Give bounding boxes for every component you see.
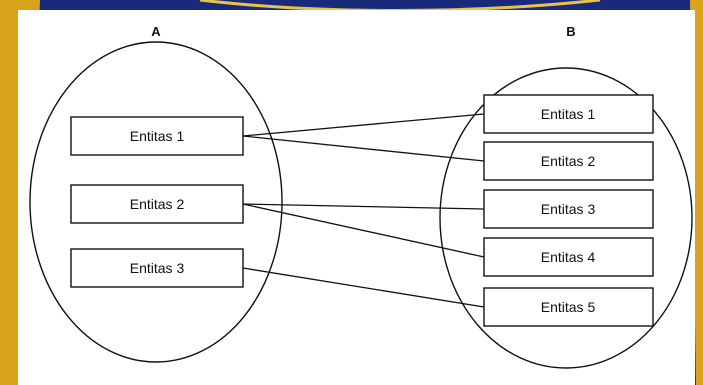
set-a-entity-box [70,116,244,156]
set-b-entity: Entitas 1 [483,94,654,134]
set-a-entity-box [70,184,244,224]
set-a-entity-label: Entitas 2 [130,196,185,212]
relationship-line [242,113,485,137]
set-b-label: B [566,24,575,39]
relationship-line [242,267,485,308]
relationship-line [242,135,485,162]
set-b-entity: Entitas 3 [483,189,654,229]
set-b-entity-label: Entitas 2 [541,153,596,169]
set-b-entity: Entitas 2 [483,141,654,181]
relationship-line [242,203,485,210]
set-b-entity-box [483,237,654,277]
set-b-entity-label: Entitas 1 [541,106,596,122]
set-b-entity-box [483,287,654,327]
set-b-entity-label: Entitas 4 [541,249,596,265]
set-b-ellipse [439,67,693,369]
set-b-entity-box [483,94,654,134]
set-b-entity-label: Entitas 3 [541,201,596,217]
set-b-entity-label: Entitas 5 [541,299,596,315]
set-a-label: A [151,24,161,39]
relationship-line [242,203,485,258]
set-b-entity: Entitas 4 [483,237,654,277]
relationship-lines [242,113,485,308]
set-b-entity-box [483,189,654,229]
set-a-ellipse [29,41,283,363]
set-a-entity: Entitas 3 [70,248,244,288]
set-a-entity-box [70,248,244,288]
set-a-entity: Entitas 1 [70,116,244,156]
set-b-entity: Entitas 5 [483,287,654,327]
set-a-entity-label: Entitas 1 [130,128,185,144]
set-a-entity-label: Entitas 3 [130,260,185,276]
set-b-entity-box [483,141,654,181]
set-a-entity: Entitas 2 [70,184,244,224]
